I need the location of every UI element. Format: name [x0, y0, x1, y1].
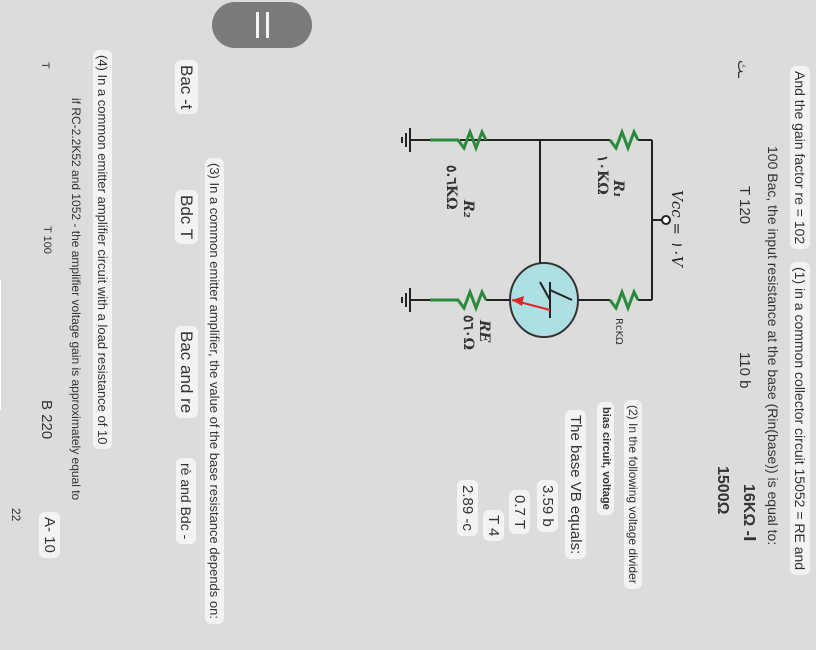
q2-option-c[interactable]: T 4	[483, 510, 504, 542]
vcc-label: Vcc = ١٠V	[668, 190, 686, 269]
q4-option-b[interactable]: T 100	[41, 226, 53, 254]
r2-value-label: ٥.٦KΩ	[443, 165, 459, 210]
pause-icon-bar	[266, 12, 269, 38]
edge-divider	[0, 280, 1, 410]
re-name-label: RE	[476, 319, 492, 343]
q4-line1: (4) In a common emitter amplifier circui…	[93, 50, 112, 450]
q2-option-a[interactable]: 3.59 b	[537, 480, 558, 532]
rc-label: RcKΩ	[613, 318, 624, 345]
q3-line1: (3) In a common emitter amplifier, the v…	[205, 158, 224, 624]
q1-option-1500[interactable]: 1500Ω	[714, 466, 731, 515]
re-value-label: ٥٦٠Ω	[460, 315, 476, 350]
q2-option-d[interactable]: 2.89 -c	[457, 480, 478, 536]
q3-option-d[interactable]: Bac -t	[175, 60, 198, 115]
r1-name-label: R₁	[610, 179, 626, 198]
q1-line1: And the gain factor re = 102	[790, 66, 810, 250]
transistor-icon	[509, 262, 579, 338]
rc-resistor	[608, 287, 640, 313]
arabic-mark: ـث	[735, 60, 751, 78]
r1-resistor	[608, 127, 640, 153]
q3-option-a[interactable]: Bdc T	[175, 190, 198, 245]
r2-name-label: R₂	[460, 199, 476, 218]
q4-option-c[interactable]: B 220	[38, 400, 55, 440]
q4-option-d[interactable]: A- 10	[39, 512, 60, 558]
q4-option-a[interactable]: T	[39, 62, 51, 69]
q1-option-16k[interactable]: 16KΩ -ا	[740, 484, 757, 542]
r1-value-label: ١٠KΩ	[594, 155, 610, 195]
emitter-arrow-icon	[512, 296, 524, 306]
voltage-divider-circuit: Vcc = ١٠V R₁ ١٠KΩ R₂ ٥.٦KΩ RcKΩ RE ٥٦٠Ω	[401, 127, 686, 350]
q1-line1b: (1) in a common collector circuit 15052 …	[790, 262, 810, 576]
q2-line2: bias circuit, voltage	[597, 402, 614, 515]
pause-icon	[256, 12, 259, 38]
r2-resistor	[430, 127, 488, 153]
q4-line2: if RC-2.2K52 and 1052 - the amplifier vo…	[69, 98, 83, 501]
q1-option-110b[interactable]: 110 b	[736, 352, 753, 389]
q1-line2: 100 Bac, the input resistance at the bas…	[765, 146, 781, 546]
q3-option-c[interactable]: rè and Bdc -	[176, 458, 196, 545]
q3-option-b[interactable]: Bac and re	[175, 326, 198, 419]
q2-line3: The base VB equals:	[565, 410, 586, 560]
re-resistor	[430, 287, 488, 313]
q4-option-e[interactable]: 22	[9, 508, 23, 522]
q2-option-b[interactable]: 0.7 T	[509, 490, 530, 534]
q1-option-t120[interactable]: T 120	[736, 186, 753, 225]
pause-handle[interactable]	[212, 2, 312, 48]
q2-line1: (2) In the following voltage divider	[624, 400, 642, 589]
